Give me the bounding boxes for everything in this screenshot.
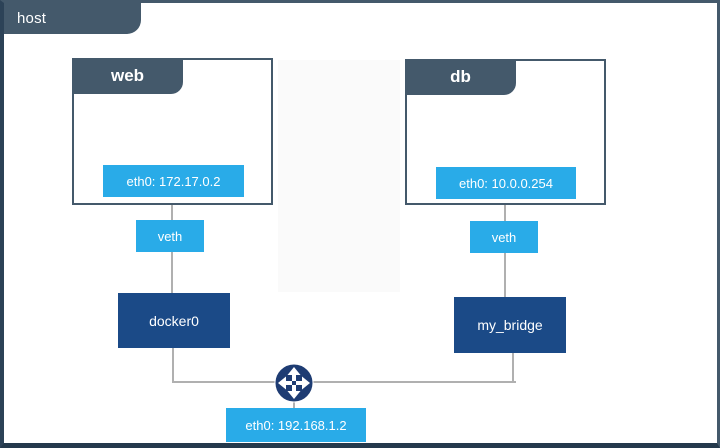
web-veth: veth	[136, 220, 204, 252]
container-web-tab: web	[72, 58, 183, 94]
db-veth-label: veth	[491, 229, 517, 245]
connector-horizontal-bus	[172, 381, 516, 383]
connector-docker0-down	[172, 348, 174, 383]
connector-veth-to-mybridge	[504, 253, 506, 297]
connector-db-to-veth	[504, 203, 506, 221]
container-db-tab: db	[405, 59, 516, 95]
host-eth0-interface: eth0: 192.168.1.2	[226, 408, 366, 442]
web-eth0-label: eth0: 172.17.0.2	[126, 173, 221, 189]
container-web-label: web	[110, 66, 145, 85]
db-veth: veth	[470, 221, 538, 253]
db-eth0-label: eth0: 10.0.0.254	[459, 175, 553, 191]
connector-veth-to-docker0	[171, 252, 173, 293]
web-veth-label: veth	[157, 228, 183, 244]
bridge-my-bridge-label: my_bridge	[477, 317, 543, 333]
db-eth0-interface: eth0: 10.0.0.254	[436, 167, 576, 199]
connector-mybridge-down	[512, 353, 514, 383]
connector-router-to-hosteth	[293, 401, 295, 409]
bridge-docker0-label: docker0	[149, 312, 199, 329]
host-eth0-label: eth0: 192.168.1.2	[245, 417, 347, 433]
background-band	[278, 60, 400, 292]
router-icon	[274, 363, 314, 403]
web-eth0-interface: eth0: 172.17.0.2	[103, 165, 244, 197]
host-label: host	[17, 10, 47, 27]
container-db-label: db	[450, 67, 471, 86]
host-label-tab: host	[4, 3, 141, 34]
connector-web-to-veth	[171, 203, 173, 220]
bridge-my-bridge: my_bridge	[454, 297, 566, 353]
bridge-docker0: docker0	[118, 293, 230, 348]
